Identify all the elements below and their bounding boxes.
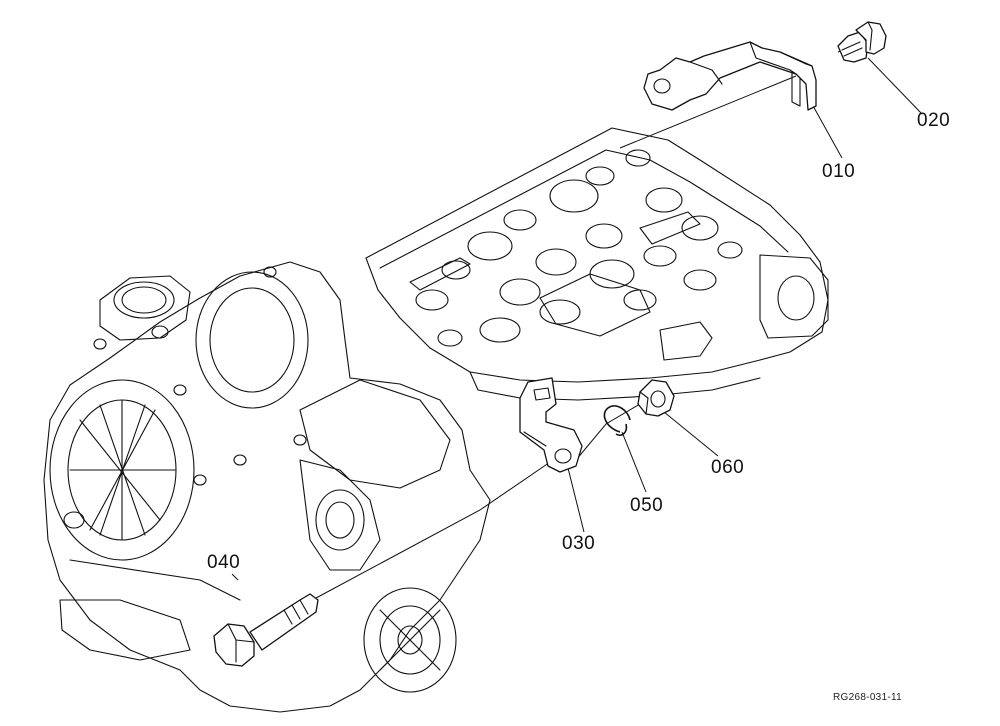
callout-040: 040 xyxy=(207,552,241,573)
flange-bolt-icon xyxy=(837,21,887,63)
hex-bolt-icon xyxy=(213,593,319,667)
guide-lines xyxy=(231,35,923,599)
callout-050: 050 xyxy=(630,495,664,516)
callout-060: 060 xyxy=(711,457,745,478)
cylinder-head-outline xyxy=(365,127,829,401)
bracket-icon xyxy=(643,41,817,111)
callout-010: 010 xyxy=(822,161,856,182)
gear-case-housing xyxy=(43,261,491,713)
callout-030: 030 xyxy=(562,533,596,554)
hex-nut-icon xyxy=(637,379,675,417)
spring-washer-icon xyxy=(603,405,631,437)
drawing-reference-code: RG268-031-11 xyxy=(833,692,903,703)
plate-bracket-icon xyxy=(519,377,583,473)
callout-020: 020 xyxy=(917,110,951,131)
